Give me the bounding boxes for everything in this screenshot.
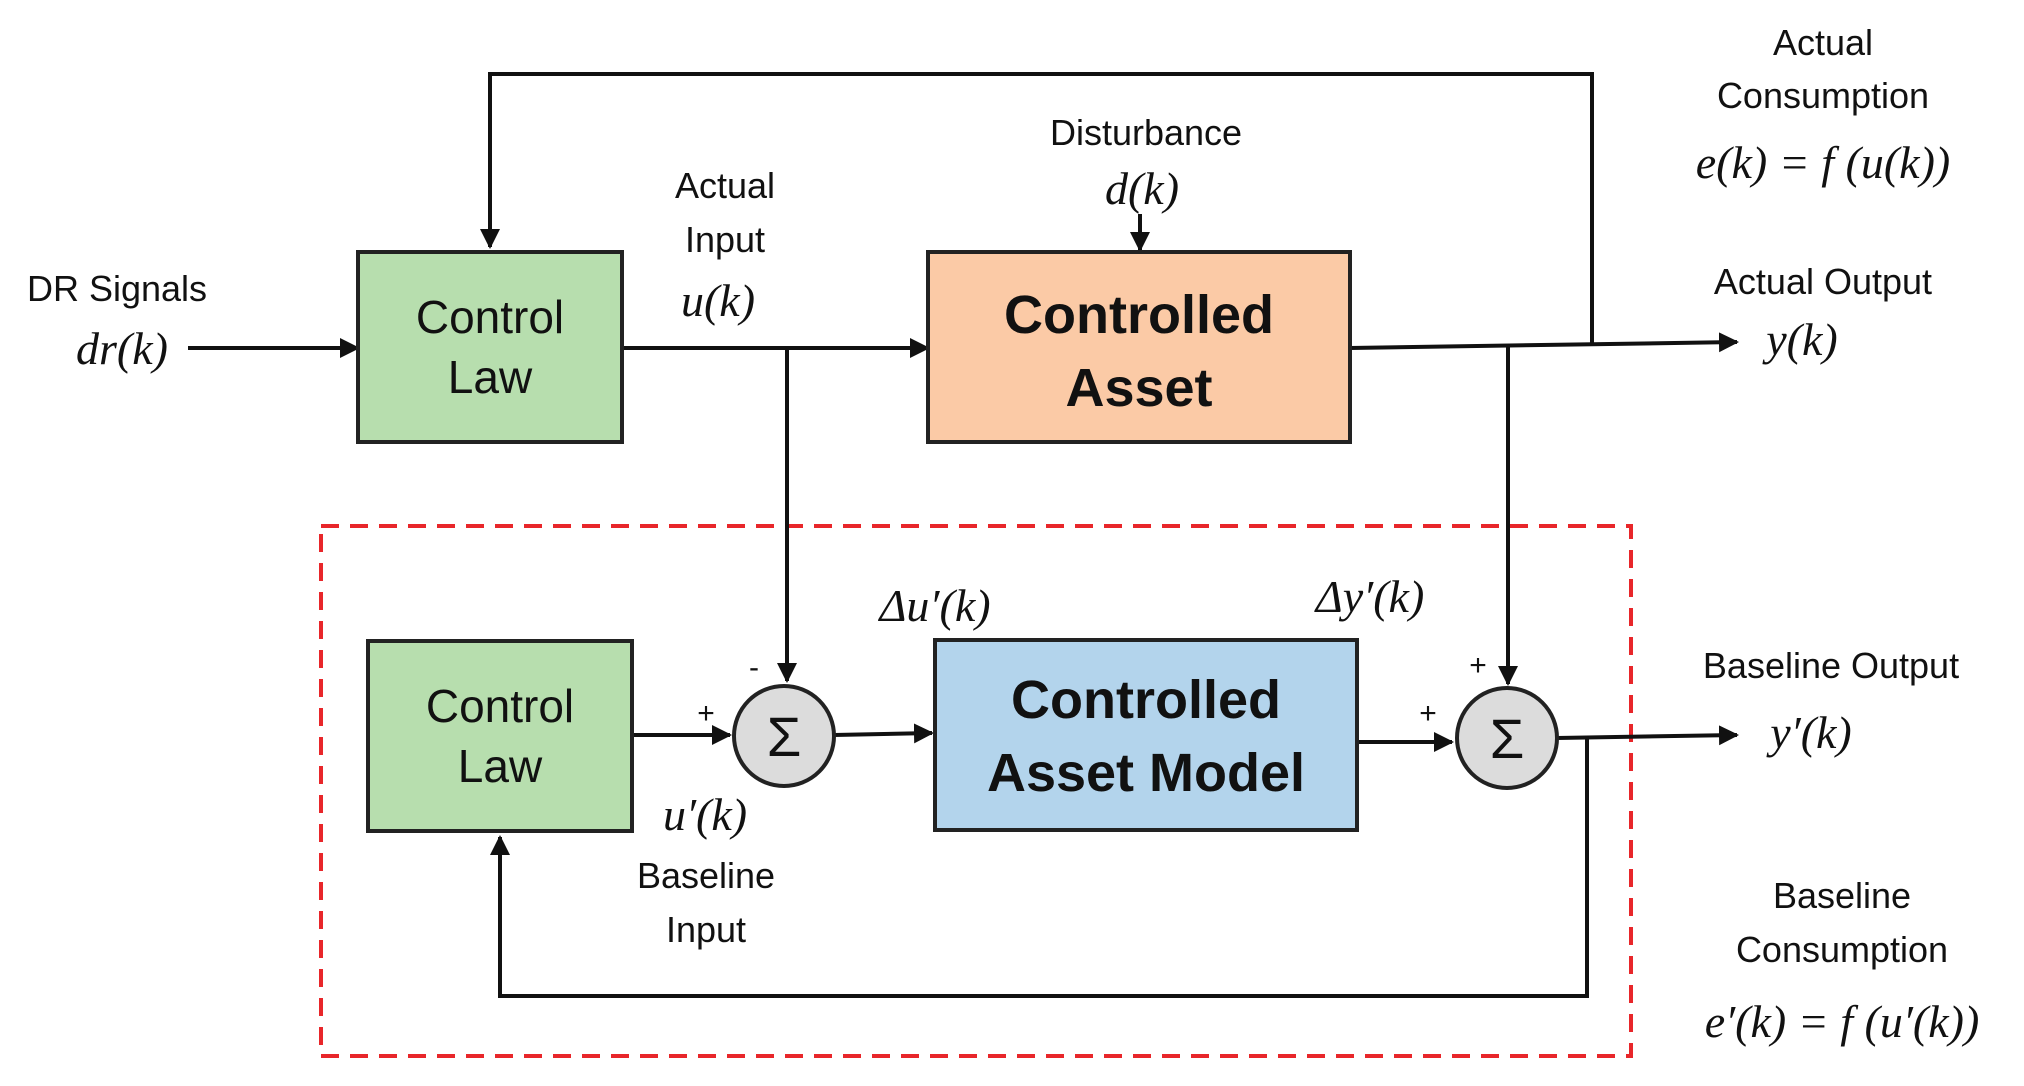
actual-input-line2: Input bbox=[685, 219, 765, 260]
control-law-bottom-line2: Law bbox=[458, 740, 543, 792]
controlled-asset-model-block: Controlled Asset Model bbox=[933, 638, 1359, 832]
delta-u-label: Δu′(k) bbox=[877, 580, 990, 631]
wire-top-feedback bbox=[480, 72, 1594, 344]
sum-junction-left: Σ bbox=[732, 684, 836, 788]
controlled-asset-line1: Controlled bbox=[1004, 285, 1274, 345]
control-law-top-line1: Control bbox=[416, 291, 564, 343]
e-prime-k-label: e′(k) = f (u′(k)) bbox=[1705, 996, 1980, 1047]
delta-y-label: Δy′(k) bbox=[1314, 571, 1425, 622]
u-prime-k-label: u′(k) bbox=[663, 789, 747, 840]
sum-right-sign-top: + bbox=[1469, 649, 1487, 682]
controlled-asset-block: Controlled Asset bbox=[926, 250, 1352, 444]
control-law-bottom-line1: Control bbox=[426, 680, 574, 732]
dr-signals-label: DR Signals bbox=[27, 268, 207, 309]
wire-yprime-out bbox=[1556, 725, 1739, 746]
model-line1: Controlled bbox=[1011, 670, 1281, 730]
sum-junction-right: Σ bbox=[1455, 686, 1559, 790]
actual-output-label: Actual Output bbox=[1714, 261, 1932, 302]
y-k-label: y(k) bbox=[1762, 314, 1837, 365]
actual-consumption-line1: Actual bbox=[1773, 22, 1873, 63]
wire-du-to-model bbox=[833, 723, 934, 744]
baseline-consumption-line1: Baseline bbox=[1773, 875, 1911, 916]
d-k-label: d(k) bbox=[1105, 163, 1179, 214]
baseline-input-line1: Baseline bbox=[637, 855, 775, 896]
sum-left-symbol: Σ bbox=[767, 705, 802, 768]
e-k-label: e(k) = f (u(k)) bbox=[1696, 137, 1950, 188]
wire-bottom-feedback bbox=[490, 738, 1589, 998]
baseline-region bbox=[319, 524, 1633, 1058]
controlled-asset-line2: Asset bbox=[1065, 358, 1212, 418]
baseline-consumption-line2: Consumption bbox=[1736, 929, 1948, 970]
disturbance-label: Disturbance bbox=[1050, 112, 1242, 153]
sum-right-sign-left: + bbox=[1419, 697, 1437, 730]
control-law-top-line2: Law bbox=[448, 351, 533, 403]
u-k-label: u(k) bbox=[681, 275, 755, 326]
wire-y-out bbox=[1349, 332, 1739, 353]
actual-consumption-line2: Consumption bbox=[1717, 75, 1929, 116]
sum-left-sign-top: - bbox=[749, 651, 759, 684]
control-law-top-block: Control Law bbox=[356, 250, 624, 444]
baseline-output-label: Baseline Output bbox=[1703, 645, 1959, 686]
y-prime-k-label: y′(k) bbox=[1766, 707, 1852, 758]
model-line2: Asset Model bbox=[987, 743, 1305, 803]
actual-input-line1: Actual bbox=[675, 165, 775, 206]
control-law-bottom-block: Control Law bbox=[366, 639, 634, 833]
sum-left-sign-left: + bbox=[697, 697, 715, 730]
sum-right-symbol: Σ bbox=[1490, 707, 1525, 770]
dr-k-label: dr(k) bbox=[76, 323, 168, 374]
baseline-input-line2: Input bbox=[666, 909, 746, 950]
